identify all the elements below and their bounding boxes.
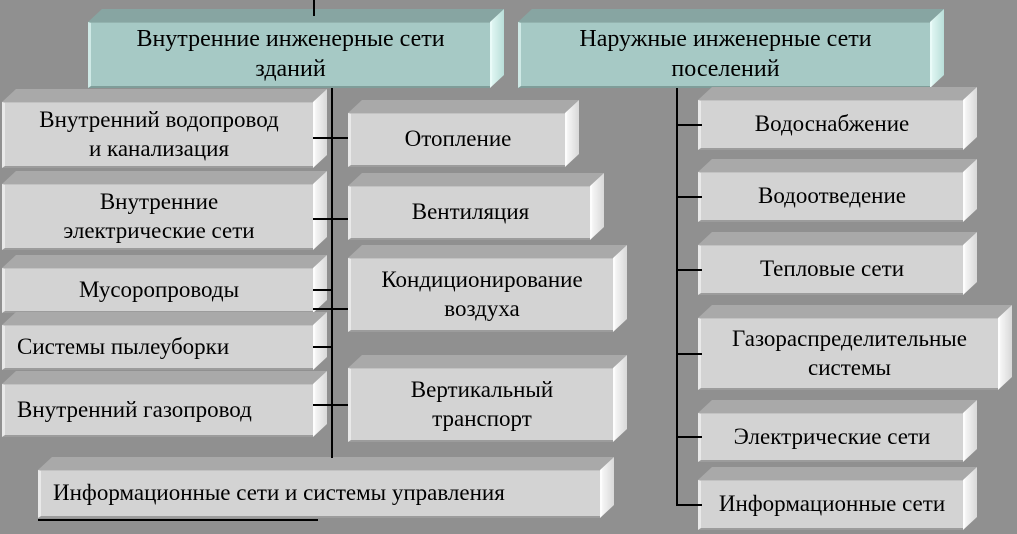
box-garbage-chutes: Мусоропроводы — [2, 254, 327, 313]
box-water-disposal: Водоотведение — [698, 158, 977, 222]
box-3d-side — [490, 8, 504, 89]
box-label: Кондиционирование воздуха — [348, 258, 613, 332]
box-3d-top — [698, 87, 977, 100]
box-3d-side — [963, 231, 977, 295]
box-gas-distribution: Газораспределительные системы — [698, 304, 1012, 390]
box-3d-top — [2, 371, 327, 384]
box-label: Внутренний водопровод и канализация — [2, 102, 313, 168]
connector-tick-garbage — [313, 289, 333, 291]
box-label: Тепловые сети — [698, 245, 963, 295]
box-3d-side — [963, 399, 977, 462]
box-3d-top — [348, 173, 604, 186]
box-label: Внутренний газопровод — [2, 384, 313, 437]
box-3d-side — [313, 170, 327, 250]
box-3d-top — [2, 255, 327, 268]
box-3d-top — [2, 89, 327, 102]
box-3d-side — [930, 8, 944, 89]
box-label: Газораспределительные системы — [698, 318, 998, 390]
connector-external-vertical — [676, 88, 678, 506]
box-info-control-systems: Информационные сети и системы управления — [38, 456, 614, 518]
box-electric-networks: Электрические сети — [698, 399, 977, 462]
header-external-label: Наружные инженерные сети поселений — [518, 22, 930, 88]
box-label: Системы пылеуборки — [2, 325, 313, 370]
connector-tick-electric-ventilation — [313, 218, 348, 220]
box-label: Информационные сети и системы управления — [38, 470, 600, 518]
header-internal-networks: Внутренние инженерные сети зданий — [88, 8, 504, 89]
box-3d-side — [963, 158, 977, 222]
box-3d-side — [963, 86, 977, 150]
box-3d-top — [698, 305, 1012, 318]
box-3d-top — [698, 467, 977, 480]
box-3d-top — [2, 171, 327, 184]
box-heat-networks: Тепловые сети — [698, 231, 977, 295]
box-label: Водоснабжение — [698, 100, 963, 150]
box-3d-side — [313, 88, 327, 168]
box-3d-side — [600, 456, 614, 518]
header-external-networks: Наружные инженерные сети поселений — [518, 8, 944, 89]
connector-tick-air-conditioning — [313, 308, 348, 310]
box-3d-top — [698, 400, 977, 413]
box-label: Информационные сети — [698, 480, 963, 530]
box-3d-top — [698, 232, 977, 245]
box-3d-side — [613, 244, 627, 332]
box-label: Вентиляция — [348, 186, 590, 240]
box-internal-water-sewer: Внутренний водопровод и канализация — [2, 88, 327, 168]
connector-tick-gas-distribution — [676, 353, 702, 355]
box-water-supply: Водоснабжение — [698, 86, 977, 150]
header-internal-label: Внутренние инженерные сети зданий — [88, 22, 490, 88]
box-label: Водоотведение — [698, 172, 963, 222]
box-ventilation: Вентиляция — [348, 172, 604, 240]
box-info-networks: Информационные сети — [698, 466, 977, 530]
box-3d-side — [963, 466, 977, 530]
box-internal-electric: Внутренние электрические сети — [2, 170, 327, 250]
connector-tick-water-supply — [676, 124, 702, 126]
box-3d-top — [2, 312, 327, 325]
box-dust-removal: Системы пылеуборки — [2, 311, 327, 370]
connector-tick-heat-networks — [676, 269, 702, 271]
connector-tick-gas-transport — [313, 404, 348, 406]
box-3d-side — [613, 354, 627, 442]
connector-tick-water-heating — [313, 137, 348, 139]
box-3d-top — [518, 9, 944, 22]
box-3d-top — [348, 355, 627, 368]
box-3d-side — [998, 304, 1012, 390]
box-3d-top — [698, 159, 977, 172]
connector-bottom-underline — [38, 519, 318, 521]
connector-internal-vertical — [331, 88, 333, 458]
box-3d-top — [348, 245, 627, 258]
box-3d-top — [348, 100, 579, 113]
box-air-conditioning: Кондиционирование воздуха — [348, 244, 627, 332]
box-3d-side — [565, 99, 579, 167]
box-label: Электрические сети — [698, 413, 963, 462]
connector-top-stub — [313, 0, 315, 16]
box-label: Отопление — [348, 113, 565, 167]
connector-tick-dust-removal — [313, 346, 333, 348]
box-heating: Отопление — [348, 99, 579, 167]
box-3d-top — [88, 9, 504, 22]
connector-tick-water-disposal — [676, 196, 702, 198]
box-internal-gas: Внутренний газопровод — [2, 370, 327, 437]
box-label: Внутренние электрические сети — [2, 184, 313, 250]
box-vertical-transport: Вертикальный транспорт — [348, 354, 627, 442]
connector-tick-electric-networks — [676, 436, 702, 438]
connector-tick-info-networks — [676, 504, 702, 506]
box-label: Мусоропроводы — [2, 268, 313, 313]
box-3d-top — [38, 457, 614, 470]
box-3d-side — [590, 172, 604, 240]
box-label: Вертикальный транспорт — [348, 368, 613, 442]
